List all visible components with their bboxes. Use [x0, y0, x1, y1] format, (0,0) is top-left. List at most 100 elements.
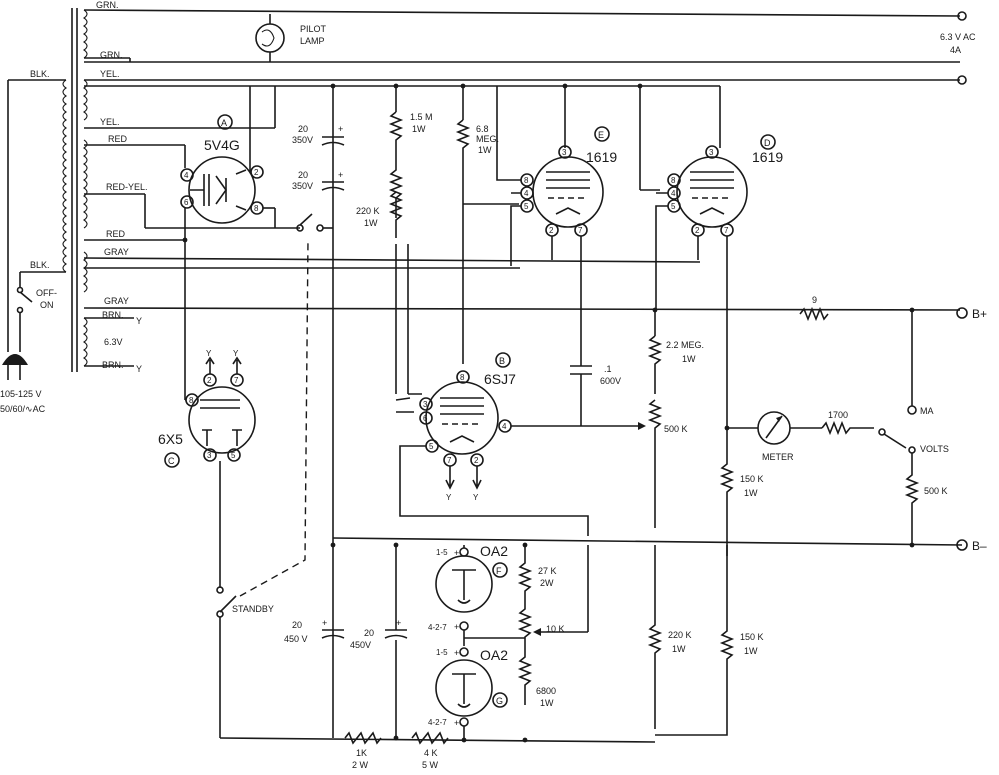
- switch-label-2: ON: [40, 300, 54, 310]
- tube-f-pin-bottom: 4-2-7: [428, 623, 447, 632]
- svg-text:+: +: [338, 124, 343, 134]
- pin-b-3: 3: [423, 400, 428, 409]
- pot-10k-value: 10 K: [546, 624, 565, 634]
- tube-g-type: OA2: [480, 647, 508, 663]
- meter: [727, 411, 920, 543]
- r-6-8m-value-1: 6.8: [476, 124, 489, 134]
- pin-b-5: 5: [429, 442, 434, 451]
- standby-label: STANDBY: [232, 604, 274, 614]
- r-1-5m-value: 1.5 M: [410, 112, 433, 122]
- lead-6-3v: 6.3V: [104, 337, 123, 347]
- tube-b-letter: B: [499, 356, 505, 366]
- r-27k-value: 27 K: [538, 566, 557, 576]
- c2-voltage: 350V: [292, 181, 313, 191]
- tube-g-letter: G: [496, 696, 503, 706]
- r-1k-watt: 2 W: [352, 760, 369, 770]
- tube-a-type: 5V4G: [204, 137, 240, 153]
- pin-b-8: 8: [460, 373, 465, 382]
- lead-blk-1: BLK.: [30, 69, 50, 79]
- transformer-leads: [83, 9, 961, 367]
- svg-text:+: +: [454, 548, 459, 558]
- r-220k-b-watt: 1W: [672, 644, 686, 654]
- lead-grn-1: GRN.: [96, 0, 119, 10]
- tube-c-type: 6X5: [158, 431, 183, 447]
- tube-f-letter: F: [496, 566, 502, 576]
- tube-6x5: [164, 240, 256, 588]
- tube-e-letter: E: [598, 130, 604, 140]
- reference-divider: [517, 545, 589, 705]
- pin-a-4: 4: [184, 171, 189, 180]
- tube-f-type: OA2: [480, 543, 508, 559]
- volts-label: VOLTS: [920, 444, 949, 454]
- r-150k-b-value: 150 K: [740, 632, 764, 642]
- lead-red-1: RED: [108, 134, 128, 144]
- pin-d-2: 2: [695, 226, 700, 235]
- tube-b-type: 6SJ7: [484, 371, 516, 387]
- plug-label-2: 50/60/∿AC: [0, 404, 46, 414]
- pin-c-2: 2: [207, 376, 212, 385]
- tube-f-pin-top: 1-5: [436, 548, 448, 557]
- standby-switch: [216, 239, 309, 738]
- r-6800-value: 6800: [536, 686, 556, 696]
- r-1700-value: 1700: [828, 410, 848, 420]
- r-1-5m-watt: 1W: [412, 124, 426, 134]
- c2-value: 20: [298, 170, 308, 180]
- resistor-220k: [388, 191, 404, 394]
- pin-e-2: 2: [549, 226, 554, 235]
- pilot-lamp: [255, 14, 285, 62]
- resistor-1-5m: [388, 111, 404, 218]
- r-6-8m-watt: 1W: [478, 145, 492, 155]
- c1-voltage: 350V: [292, 135, 313, 145]
- lead-red-2: RED: [106, 229, 126, 239]
- meter-divider: [655, 436, 735, 736]
- pin-d-5: 5: [671, 202, 676, 211]
- r-1k-value: 1K: [356, 748, 367, 758]
- tube-d-letter: D: [764, 138, 771, 148]
- c3-value: 20: [292, 620, 302, 630]
- lead-blk-2: BLK.: [30, 260, 50, 270]
- bplus-output: [799, 306, 968, 551]
- lead-yel-2: YEL.: [100, 117, 120, 127]
- ac-output-label-2: 4A: [950, 45, 961, 55]
- resistor-6-8meg: [455, 119, 519, 364]
- c5-value: .1: [604, 364, 612, 374]
- pin-d-8: 8: [671, 176, 676, 185]
- brn-y-2: Y: [136, 364, 142, 374]
- svg-text:+: +: [454, 648, 459, 658]
- brn-y-1: Y: [136, 316, 142, 326]
- tube-1619-d: [655, 134, 776, 436]
- r-6-8m-value-2: MEG.: [476, 134, 499, 144]
- r-2-2m-watt: 1W: [682, 354, 696, 364]
- pin-b-2: 2: [474, 456, 479, 465]
- pin-a-6: 6: [184, 198, 189, 207]
- c3-voltage: 450 V: [284, 634, 308, 644]
- tube-e-type: 1619: [586, 149, 617, 165]
- pin-e-3: 3: [562, 148, 567, 157]
- meter-label: METER: [762, 452, 794, 462]
- tube-5v4g: [180, 114, 264, 224]
- switch-label-1: OFF-: [36, 288, 57, 298]
- svg-text:+: +: [338, 170, 343, 180]
- pin-e-7: 7: [578, 226, 583, 235]
- heater-y-2: Y: [233, 349, 239, 358]
- pin-d-4: 4: [671, 189, 676, 198]
- r-9-value: 9: [812, 295, 817, 305]
- tube-a-letter: A: [221, 118, 227, 128]
- pin-a-8: 8: [254, 204, 259, 213]
- r-27k-watt: 2W: [540, 578, 554, 588]
- r-2-2m-value: 2.2 MEG.: [666, 340, 704, 350]
- c1-value: 20: [298, 124, 308, 134]
- filter-capacitors: [321, 136, 345, 191]
- pin-e-8: 8: [524, 176, 529, 185]
- tube-6sj7: [399, 352, 641, 536]
- tube-g-pin-top: 1-5: [436, 648, 448, 657]
- bminus-label: B–: [972, 539, 987, 553]
- r-4k-watt: 5 W: [422, 760, 439, 770]
- tube-c-letter: C: [168, 456, 175, 466]
- pin-c-3: 3: [207, 451, 212, 460]
- pilot-label-2: LAMP: [300, 36, 325, 46]
- heater-y-3: Y: [446, 493, 452, 502]
- tube-1619-e: [496, 86, 610, 356]
- lead-brn-1: BRN.: [102, 310, 124, 320]
